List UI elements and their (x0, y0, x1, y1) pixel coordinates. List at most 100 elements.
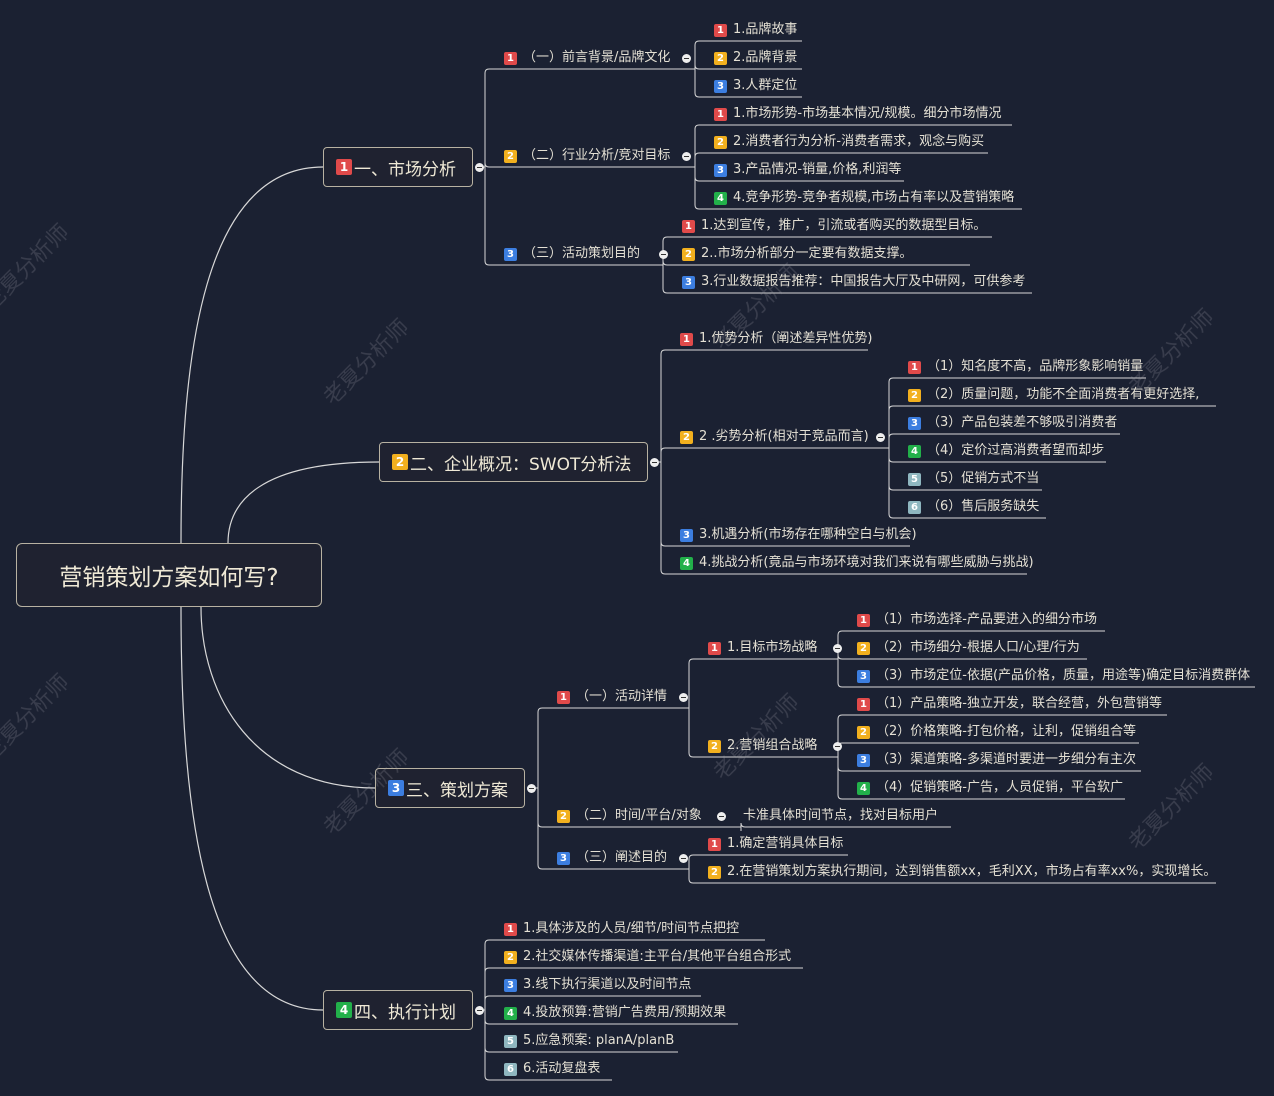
section-1-item-1-sub-1-text: 1.品牌故事 (733, 22, 798, 37)
section-3-item-3-sub-2-badge: 2 (708, 865, 721, 879)
section-2-item-2-sub-3[interactable]: 3 （3）产品包装差不够吸引消费者 (906, 412, 1117, 434)
section-2-item-2-sub-4[interactable]: 4 （4）定价过高消费者望而却步 (906, 440, 1104, 462)
section-1-item-3-sub-3-text: 3.行业数据报告推荐：中国报告大厅及中研网，可供参考 (701, 274, 1026, 289)
section-1-item-2-sub-2-text: 2.消费者行为分析-消费者需求，观念与购买 (733, 134, 985, 149)
section-1-item-1-sub-1-badge: 1 (714, 23, 727, 37)
root-topic[interactable]: 营销策划方案如何写? (16, 543, 322, 607)
section-1-item-3[interactable]: 3（三）活动策划目的 (502, 243, 640, 265)
section-3-item-1-sub-2-leaf-1-badge: 1 (857, 697, 870, 711)
section-3-item-1-text: （一）活动详情 (576, 689, 668, 704)
section-3-item-1-sub-1-badge: 1 (708, 641, 721, 655)
section-4-item-6-badge: 6 (504, 1062, 517, 1076)
section-3-item-1-sub-1-leaf-2-badge: 2 (857, 641, 870, 655)
section-3-item-1-sub-1-collapse-toggle[interactable] (833, 644, 842, 653)
section-1-item-2-sub-1-text: 1.市场形势-市场基本情况/规模。细分市场情况 (733, 106, 1002, 121)
section-3-item-2-collapse-toggle[interactable] (717, 812, 726, 821)
section-3-item-1-sub-1-leaf-1-badge: 1 (857, 613, 870, 627)
section-3-item-1[interactable]: 1（一）活动详情 (555, 686, 667, 708)
section-2-item-2-sub-5[interactable]: 5（5）促销方式不当 (906, 468, 1039, 490)
section-1-item-1[interactable]: 1（一）前言背景/品牌文化 (502, 47, 670, 69)
section-3-item-1-sub-2-text: 2.营销组合战略 (727, 738, 818, 753)
section-3-item-1-sub-1-leaf-2[interactable]: 2（2）市场细分-根据人口/心理/行为 (855, 637, 1080, 659)
section-2-item-2-sub-1-text: （1）知名度不高，品牌形象影响销量 (927, 359, 1144, 374)
section-1-item-2-text: （二）行业分析/竞对目标 (523, 148, 671, 163)
section-1-item-2[interactable]: 2 （二）行业分析/竞对目标 (502, 145, 670, 167)
section-2-collapse-toggle[interactable] (650, 458, 659, 467)
section-3-item-1-sub-2-badge: 2 (708, 739, 721, 753)
section-4-item-4-text: 4.投放预算:营销广告费用/预期效果 (523, 1005, 727, 1020)
section-1-item-2-sub-2-badge: 2 (714, 135, 727, 149)
section-1-item-2-sub-1[interactable]: 1 1.市场形势-市场基本情况/规模。细分市场情况 (712, 103, 1001, 125)
section-3-item-1-sub-2-collapse-toggle[interactable] (833, 742, 842, 751)
section-2-item-2-sub-3-text: （3）产品包装差不够吸引消费者 (927, 415, 1118, 430)
section-2-item-3-badge: 3 (680, 528, 693, 542)
section-2-item-2-sub-1[interactable]: 1（1）知名度不高，品牌形象影响销量 (906, 356, 1143, 378)
section-3-item-3[interactable]: 3（三）阐述目的 (555, 847, 667, 869)
section-3-item-2-badge: 2 (557, 809, 570, 823)
section-3-item-2-sub-1[interactable]: 卡准具体时间节点，找对目标用户 (741, 805, 938, 827)
section-4-item-2-badge: 2 (504, 950, 517, 964)
section-3-item-3-sub-2[interactable]: 2 2.在营销策划方案执行期间，达到销售额xx，毛利XX，市场占有率xx%，实现增… (706, 861, 1216, 883)
section-3-item-3-sub-1-badge: 1 (708, 837, 721, 851)
section-2-item-2-collapse-toggle[interactable] (876, 433, 885, 442)
section-3-item-1-sub-2-leaf-4[interactable]: 4（4）促销策略-广告，人员促销，平台软广 (855, 777, 1123, 799)
section-3-item-1-sub-1-leaf-3[interactable]: 3（3）市场定位-依据(产品价格，质量，用途等)确定目标消费群体 (855, 665, 1250, 687)
section-2-item-2-sub-4-badge: 4 (908, 444, 921, 458)
section-4-item-1-badge: 1 (504, 922, 517, 936)
section-1-item-2-sub-1-badge: 1 (714, 107, 727, 121)
section-3-item-1-sub-2-leaf-2-badge: 2 (857, 725, 870, 739)
section-2-item-2-sub-3-badge: 3 (908, 416, 921, 430)
section-3-item-1-sub-1-leaf-1[interactable]: 1（1）市场选择-产品要进入的细分市场 (855, 609, 1097, 631)
section-3-item-1-sub-2-leaf-2[interactable]: 2（2）价格策略-打包价格，让利，促销组合等 (855, 721, 1136, 743)
section-2-text: 二、企业概况：SWOT分析法 (410, 454, 632, 475)
section-3-item-1-sub-2[interactable]: 2 2.营销组合战略 (706, 735, 817, 757)
section-3-item-1-sub-2-leaf-1[interactable]: 1（1）产品策略-独立开发，联合经营，外包营销等 (855, 693, 1162, 715)
section-3-item-3-collapse-toggle[interactable] (679, 854, 688, 863)
section-1-item-3-collapse-toggle[interactable] (659, 250, 668, 259)
section-3-item-3-text: （三）阐述目的 (576, 850, 668, 865)
section-4-collapse-toggle[interactable] (475, 1006, 484, 1015)
section-3-collapse-toggle[interactable] (527, 784, 536, 793)
section-1-item-2-sub-2[interactable]: 2 2.消费者行为分析-消费者需求，观念与购买 (712, 131, 984, 153)
section-1-item-2-collapse-toggle[interactable] (682, 152, 691, 161)
section-3-item-3-sub-2-text: 2.在营销策划方案执行期间，达到销售额xx，毛利XX，市场占有率xx%，实现增长… (727, 864, 1217, 879)
section-3-item-1-sub-2-leaf-3[interactable]: 3（3）渠道策略-多渠道时要进一步细分有主次 (855, 749, 1136, 771)
section-2-item-2-sub-4-text: （4）定价过高消费者望而却步 (927, 443, 1105, 458)
section-1-item-1-collapse-toggle[interactable] (682, 54, 691, 63)
section-1-item-2-badge: 2 (504, 149, 517, 163)
section-1-item-1-badge: 1 (504, 51, 517, 65)
section-1-item-3-sub-2-badge: 2 (682, 247, 695, 261)
section-3-item-1-sub-1-leaf-3-text: （3）市场定位-依据(产品价格，质量，用途等)确定目标消费群体 (876, 668, 1251, 683)
section-3-item-1-collapse-toggle[interactable] (679, 693, 688, 702)
section-3-item-2[interactable]: 2（二）时间/平台/对象 (555, 805, 702, 827)
section-2-item-2-sub-2[interactable]: 2（2）质量问题，功能不全面消费者有更好选择, (906, 384, 1199, 406)
section-1-item-1-sub-1[interactable]: 1 1.品牌故事 (712, 19, 797, 41)
section-2-item-2-sub-6[interactable]: 6（6）售后服务缺失 (906, 496, 1039, 518)
section-3-badge: 3 (388, 780, 404, 796)
section-1-collapse-toggle[interactable] (475, 163, 484, 172)
